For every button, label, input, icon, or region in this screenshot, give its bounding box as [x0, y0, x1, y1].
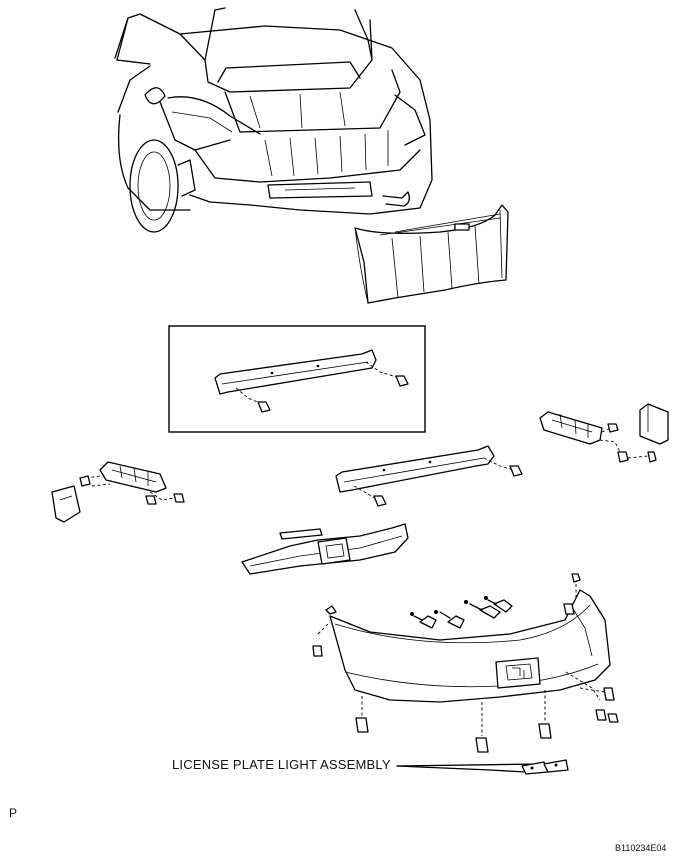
vehicle-rear-body — [114, 7, 433, 233]
reinforcement-detail-box — [168, 325, 426, 433]
rear-panel-cover — [354, 204, 509, 304]
energy-absorber — [241, 523, 409, 575]
bumper-retainer-left — [51, 461, 185, 523]
view-marker: P — [9, 806, 18, 820]
rear-bumper-cover — [329, 589, 611, 703]
bumper-retainer-right — [539, 403, 669, 463]
license-plate-light-assembly — [396, 759, 569, 775]
rear-bumper-reinforcement — [335, 445, 523, 507]
bumper-fasteners — [312, 573, 619, 753]
license-plate-light-label: LICENSE PLATE LIGHT ASSEMBLY — [172, 757, 391, 772]
figure-id: B110234E04 — [615, 843, 667, 853]
